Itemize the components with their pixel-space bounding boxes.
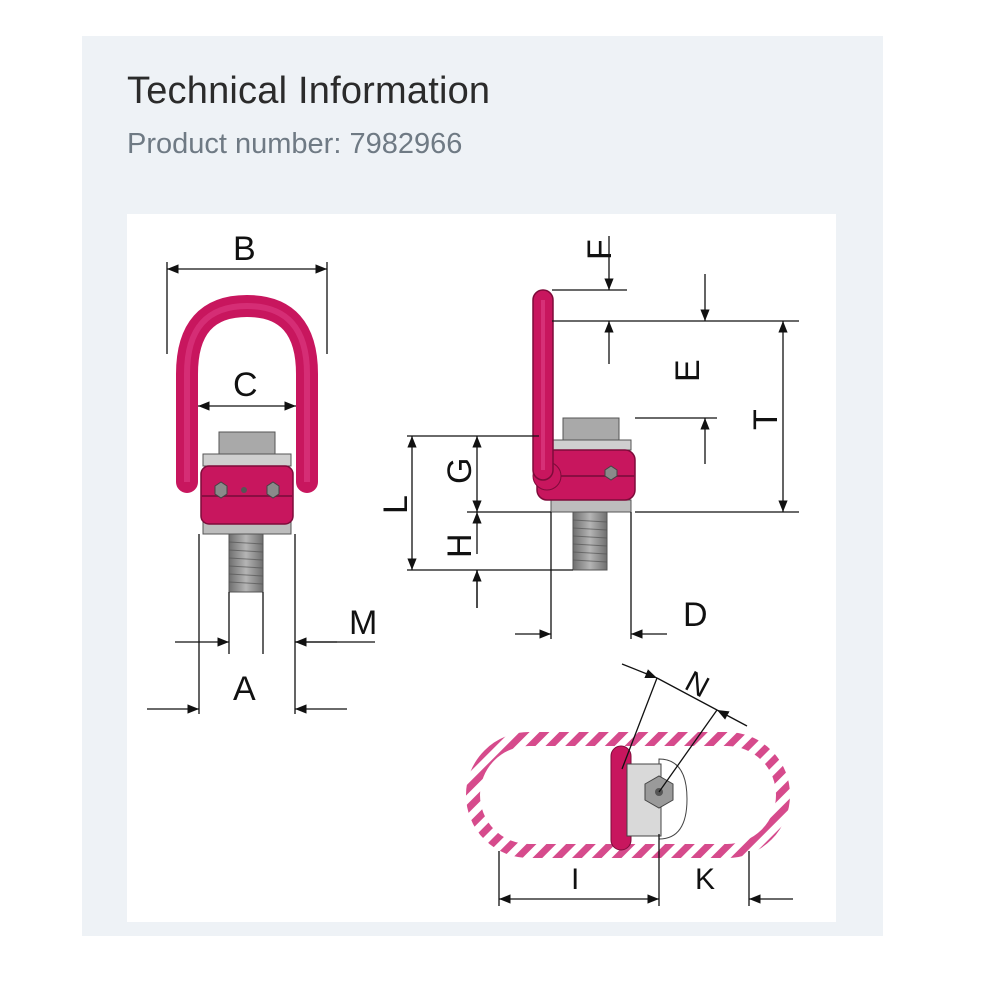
label-G: G [441, 458, 479, 484]
technical-drawing: B C M A [127, 214, 836, 922]
front-view [176, 294, 318, 593]
label-N: N [680, 665, 715, 704]
label-T: T [747, 409, 785, 430]
top-view [466, 732, 790, 858]
dimension-drawing-svg: B C M A [147, 230, 799, 906]
label-F: F [581, 239, 619, 260]
label-A: A [233, 670, 256, 708]
side-view [532, 289, 636, 571]
page-title: Technical Information [127, 70, 491, 112]
label-H: H [441, 533, 479, 558]
label-D: D [683, 596, 708, 634]
label-I: I [571, 863, 579, 896]
top-dimensions [498, 663, 793, 906]
product-number: Product number: 7982966 [127, 128, 463, 160]
label-B: B [233, 230, 256, 268]
label-L: L [377, 495, 415, 514]
label-C: C [233, 366, 258, 404]
label-M: M [349, 604, 377, 642]
clearance-hatch [466, 732, 790, 858]
technical-info-panel: Technical Information Product number: 79… [82, 36, 883, 936]
label-K: K [695, 863, 715, 896]
side-dimensions [407, 236, 799, 639]
label-E: E [669, 359, 707, 382]
front-dimensions [147, 262, 375, 714]
